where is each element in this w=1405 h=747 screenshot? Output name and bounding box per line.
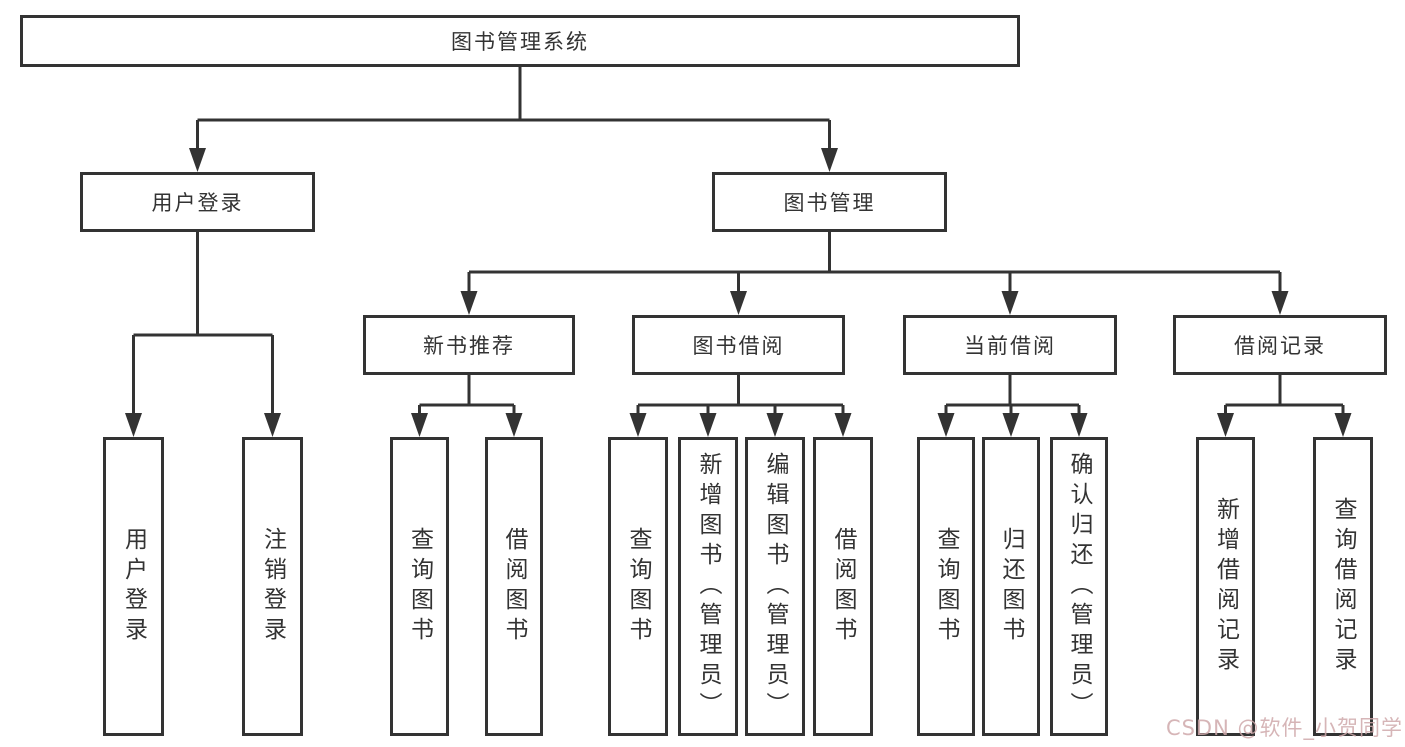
leaf-query-books-1: 查询图书	[390, 437, 449, 736]
node-borrow-records: 借阅记录	[1173, 315, 1387, 375]
leaf-borrow-books-2: 借阅图书	[813, 437, 873, 736]
leaf-user-login: 用户登录	[103, 437, 164, 736]
leaf-borrow-books-1: 借阅图书	[485, 437, 543, 736]
leaf-logout: 注销登录	[242, 437, 303, 736]
watermark: CSDN @软件_小贺同学	[1165, 716, 1403, 740]
leaf-query-borrow-record: 查询借阅记录	[1313, 437, 1373, 736]
leaf-add-book-admin: 新增图书（管理员）	[678, 437, 738, 736]
node-new-book-recommend: 新书推荐	[363, 315, 575, 375]
leaf-confirm-return-admin: 确认归还（管理员）	[1050, 437, 1108, 736]
node-book-borrow: 图书借阅	[632, 315, 845, 375]
leaf-query-books-3: 查询图书	[917, 437, 975, 736]
node-current-borrow: 当前借阅	[903, 315, 1117, 375]
node-book-management: 图书管理	[712, 172, 947, 232]
leaf-add-borrow-record: 新增借阅记录	[1196, 437, 1255, 736]
node-library-management-system: 图书管理系统	[20, 15, 1020, 67]
leaf-return-books: 归还图书	[982, 437, 1040, 736]
leaf-edit-book-admin: 编辑图书（管理员）	[745, 437, 805, 736]
node-user-login: 用户登录	[80, 172, 315, 232]
leaf-query-books-2: 查询图书	[608, 437, 668, 736]
